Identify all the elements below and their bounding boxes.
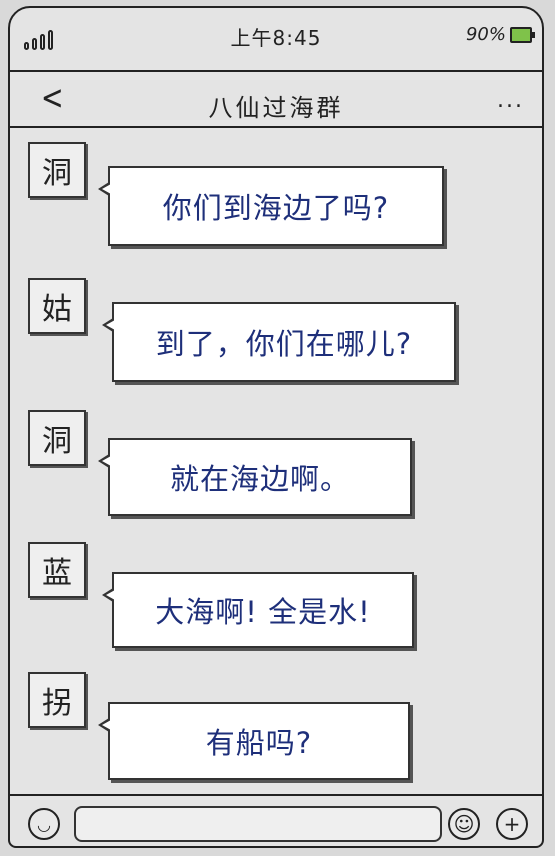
voice-icon[interactable]: ◡ bbox=[28, 808, 60, 840]
signal-bars-icon bbox=[24, 30, 53, 50]
more-dots-icon[interactable]: ... bbox=[497, 88, 524, 113]
avatar[interactable]: 洞 bbox=[28, 142, 86, 198]
avatar[interactable]: 拐 bbox=[28, 672, 86, 728]
nav-bar: < 八仙过海群 ... bbox=[10, 72, 542, 128]
back-chevron-icon[interactable]: < bbox=[40, 78, 64, 118]
nav-divider bbox=[10, 126, 542, 128]
message-bubble[interactable]: 有船吗? bbox=[98, 702, 410, 780]
message-bubble[interactable]: 大海啊! 全是水! bbox=[102, 572, 414, 648]
battery-indicator: 90% bbox=[465, 24, 535, 45]
message-bubble[interactable]: 就在海边啊。 bbox=[98, 438, 412, 516]
message-bubble[interactable]: 你们到海边了吗? bbox=[98, 166, 444, 246]
avatar[interactable]: 洞 bbox=[28, 410, 86, 466]
page-title: 八仙过海群 bbox=[208, 94, 344, 122]
battery-icon bbox=[510, 26, 535, 43]
input-bar: ◡ ☺ + bbox=[10, 796, 542, 846]
battery-percent: 90% bbox=[465, 24, 506, 45]
phone-frame: 上午8:45 90% < 八仙过海群 ... 洞 你们到海边了吗? 姑 到了，你… bbox=[8, 6, 544, 848]
status-divider bbox=[10, 70, 542, 72]
message-input[interactable] bbox=[74, 806, 442, 842]
message-bubble[interactable]: 到了，你们在哪儿? bbox=[102, 302, 456, 382]
chat-area[interactable]: 洞 你们到海边了吗? 姑 到了，你们在哪儿? 洞 就在海边啊。 蓝 大海啊! 全… bbox=[10, 128, 542, 794]
plus-icon[interactable]: + bbox=[496, 808, 528, 840]
status-bar: 上午8:45 90% bbox=[10, 8, 542, 66]
avatar[interactable]: 姑 bbox=[28, 278, 86, 334]
status-time: 上午8:45 bbox=[230, 26, 322, 50]
avatar[interactable]: 蓝 bbox=[28, 542, 86, 598]
emoji-icon[interactable]: ☺ bbox=[448, 808, 480, 840]
input-divider bbox=[10, 794, 542, 796]
